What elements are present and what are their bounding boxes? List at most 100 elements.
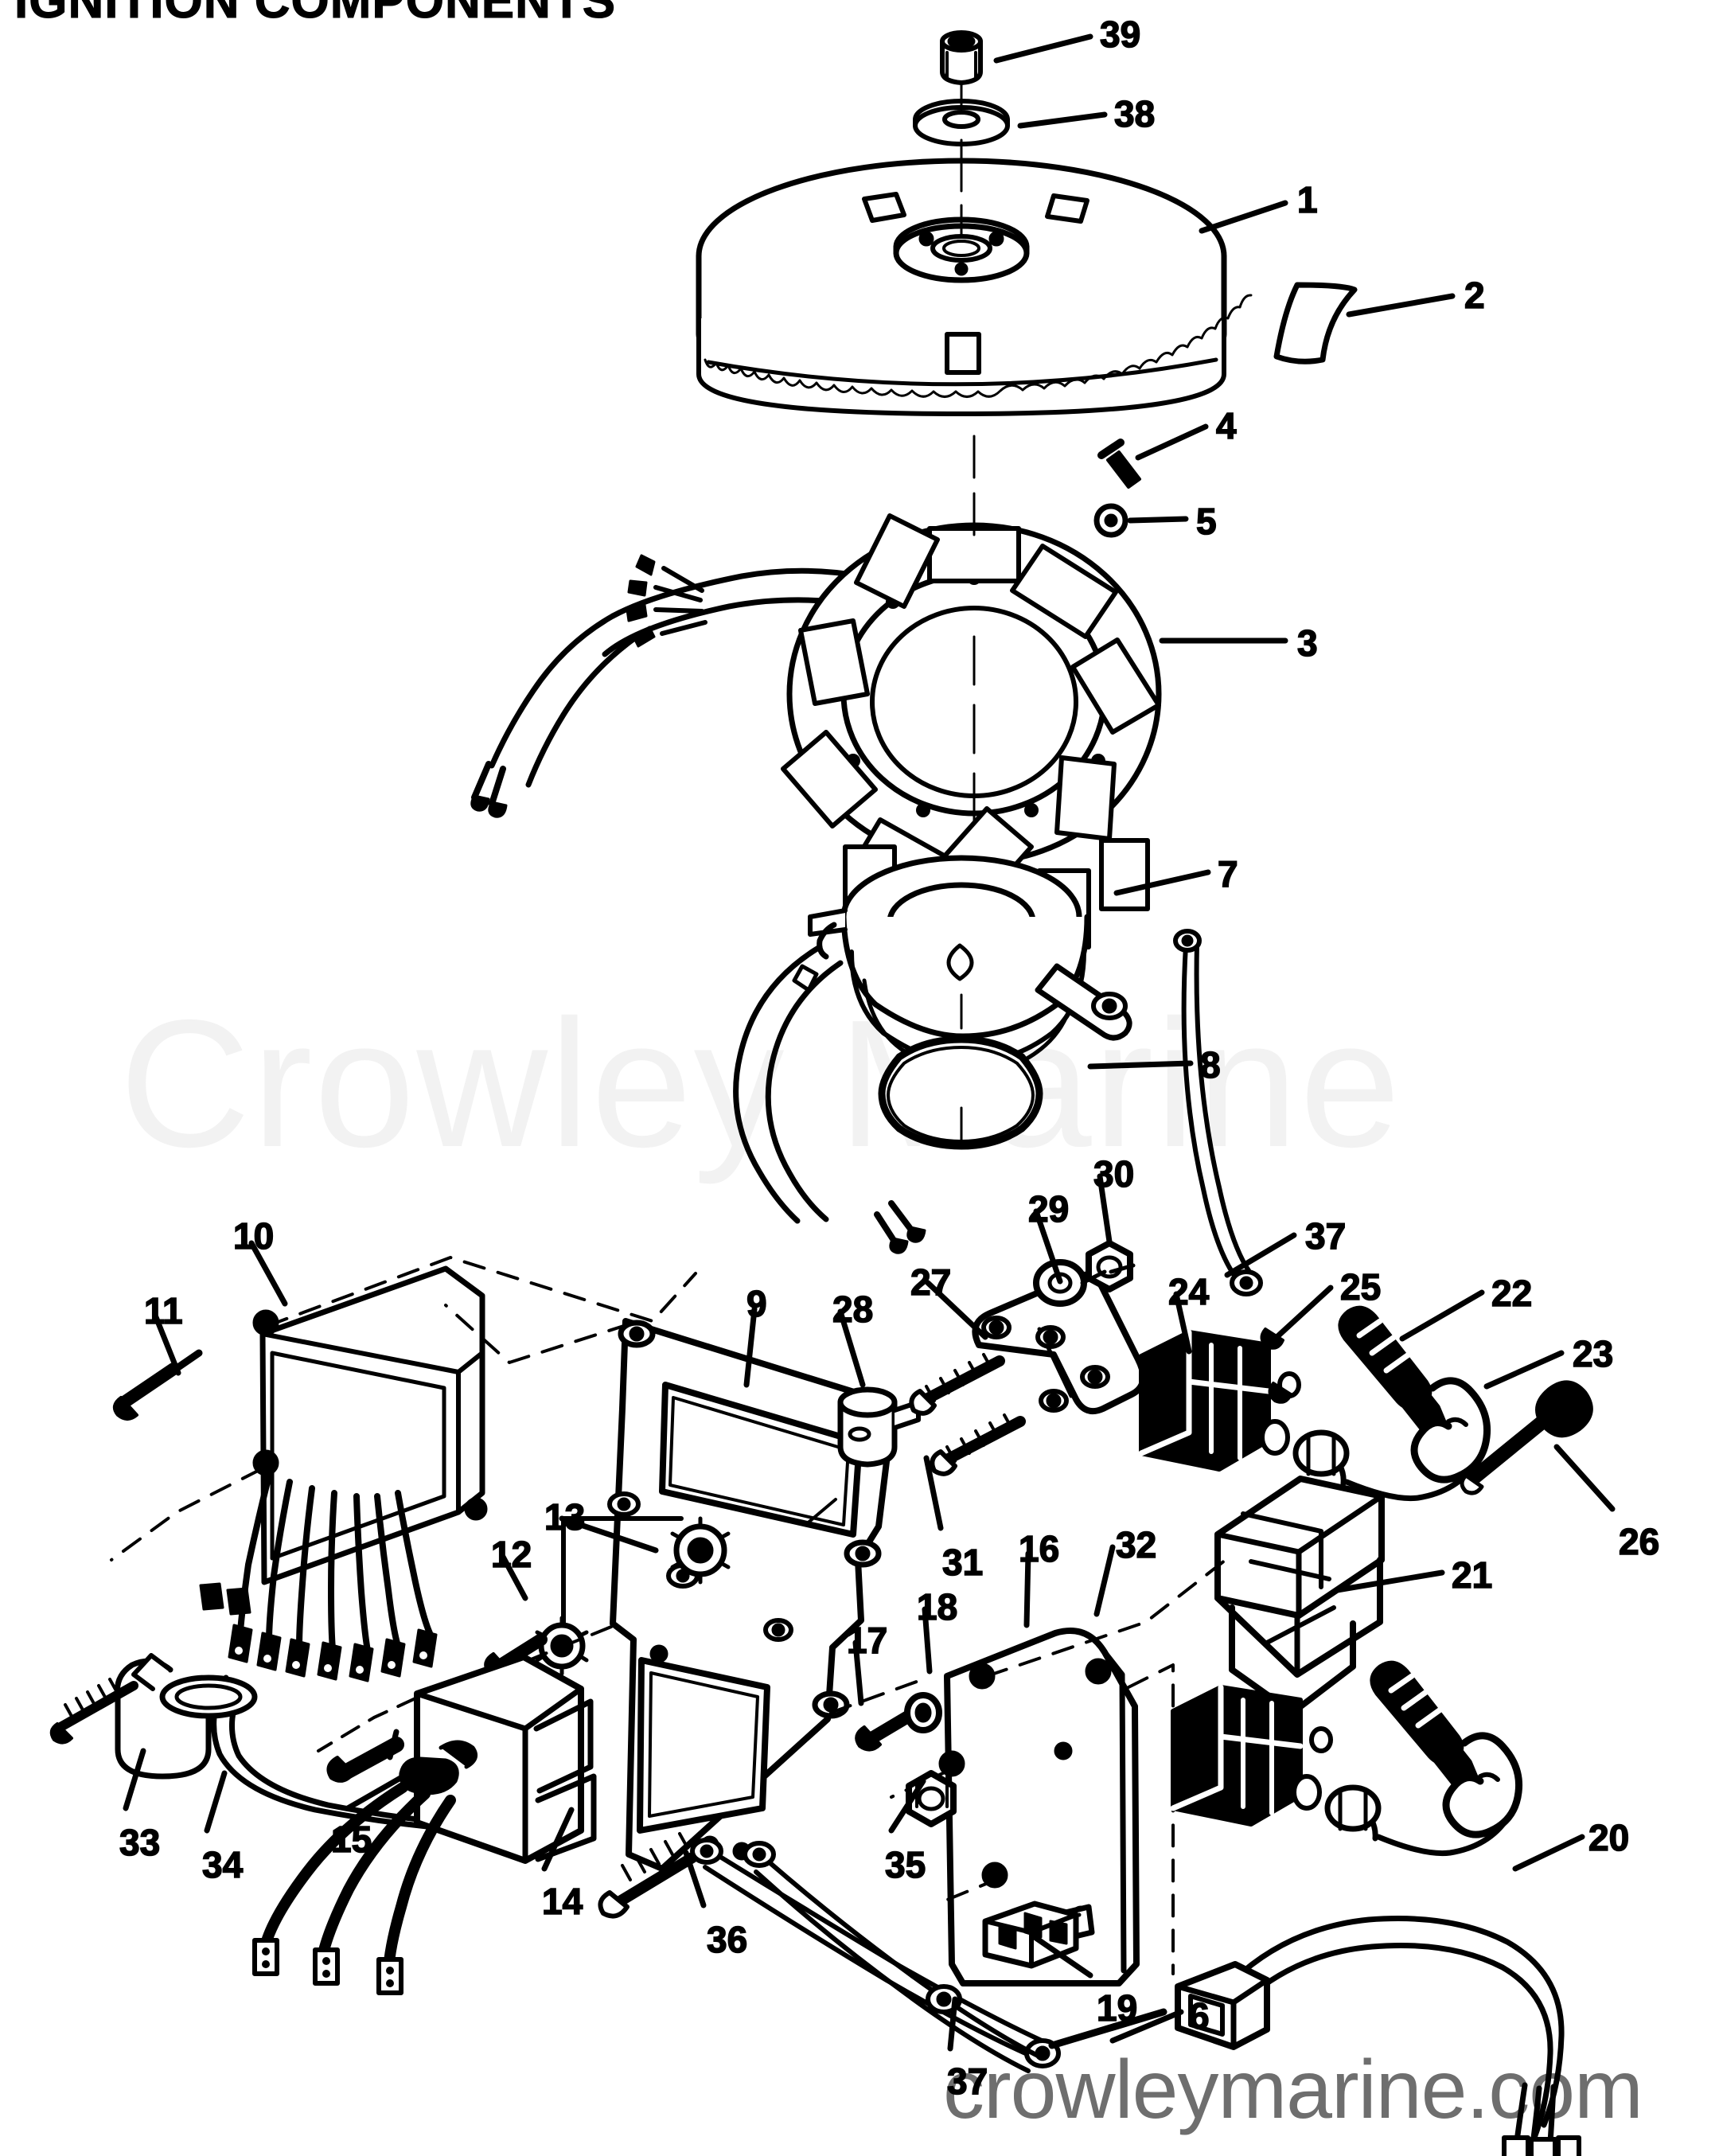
leader-20: [1512, 1834, 1585, 1872]
callout-6: 6: [1188, 1995, 1210, 2037]
part-37-ground-lead-upper: [1173, 929, 1263, 1296]
callout-19: 19: [1096, 1987, 1138, 2029]
callout-29: 29: [1027, 1188, 1070, 1230]
part-31-bracket-screws: [909, 1353, 1026, 1476]
callout-12: 12: [490, 1534, 532, 1575]
leader-37b: [947, 1996, 958, 2052]
leader-19: [1031, 1934, 1093, 1979]
callout-22: 22: [1491, 1273, 1533, 1314]
leader-23: [1483, 1350, 1565, 1390]
leader-7: [1113, 869, 1211, 896]
part-33-clamp-screw: [49, 1678, 138, 1745]
leader-11: [153, 1314, 181, 1376]
callout-13: 13: [544, 1496, 586, 1538]
callout-39: 39: [1099, 14, 1141, 55]
leader-10: [248, 1240, 288, 1307]
leader-5: [1127, 516, 1189, 524]
leader-36: [683, 1850, 707, 1908]
callout-leader-lines: [123, 33, 1616, 2052]
callout-18: 18: [916, 1586, 958, 1628]
callout-36: 36: [706, 1919, 748, 1960]
part-14-rectifier: [252, 1654, 597, 1995]
part-24-ignition-coil-lower: [1170, 1684, 1512, 1857]
callout-24: 24: [1167, 1271, 1210, 1312]
part-39-flywheel-nut: [940, 30, 983, 85]
callout-8: 8: [1199, 1044, 1221, 1086]
part-11-switch-box-screw: [112, 1349, 203, 1421]
part-37-ground-leads-lower: [690, 1838, 1061, 2073]
leader-32: [1093, 1544, 1116, 1617]
leader-28: [837, 1308, 866, 1388]
part-4-stator-screw: [1097, 439, 1141, 489]
leader-21: [1334, 1569, 1445, 1593]
callout-31: 31: [941, 1542, 984, 1583]
callout-37: 37: [1304, 1215, 1347, 1257]
part-9-mounting-plate: [444, 1304, 925, 1872]
callout-33: 33: [119, 1822, 161, 1863]
callout-7: 7: [1217, 853, 1238, 895]
callout-16: 16: [1018, 1528, 1060, 1569]
part-15-rectifier-screw: [326, 1729, 404, 1783]
part-36-ground-bolt: [598, 1832, 698, 1919]
callout-27: 27: [910, 1261, 952, 1303]
leader-38: [1017, 111, 1108, 129]
callout-32: 32: [1115, 1524, 1157, 1565]
callout-1: 1: [1296, 179, 1318, 220]
callout-38: 38: [1113, 93, 1156, 135]
leader-22: [1399, 1289, 1485, 1342]
part-23-plug-boot-upper: [1410, 1377, 1491, 1483]
leader-14: [541, 1807, 575, 1872]
callout-25: 25: [1339, 1266, 1382, 1308]
leader-35: [888, 1778, 926, 1834]
callout-28: 28: [832, 1289, 874, 1330]
leader-39: [993, 33, 1093, 64]
leader-2: [1346, 293, 1456, 318]
callout-20: 20: [1588, 1817, 1630, 1858]
part-22-spark-plug-lower: [1370, 1660, 1483, 1793]
callout-26: 26: [1618, 1521, 1660, 1562]
part-16-coil-mounting-plate: [890, 1558, 1227, 1986]
leader-29: [1033, 1208, 1063, 1285]
leader-13: [559, 1515, 659, 1554]
leader-6: [1109, 2009, 1184, 2044]
callout-15: 15: [330, 1819, 372, 1860]
part-18-coil-plate-washer: [904, 1692, 942, 1733]
leader-27: [925, 1280, 988, 1340]
callout-17: 17: [846, 1620, 888, 1661]
leader-4: [1135, 423, 1209, 461]
leader-15: [345, 1771, 411, 1811]
callout-23: 23: [1572, 1333, 1614, 1374]
leader-31: [923, 1455, 944, 1531]
part-23-plug-boot-lower: [1442, 1732, 1523, 1838]
callout-14: 14: [541, 1881, 583, 1922]
callout-11: 11: [143, 1290, 183, 1331]
leader-24: [1173, 1291, 1192, 1355]
callout-4: 4: [1215, 405, 1237, 446]
part-8-trigger-ring: [878, 993, 1043, 1150]
part-13-washer-upper: [670, 1516, 731, 1585]
leader-8: [1087, 1060, 1194, 1070]
part-34-cable-clamp: [114, 1653, 258, 1780]
callout-9: 9: [746, 1283, 767, 1324]
leader-26: [1553, 1444, 1616, 1512]
callout-34: 34: [201, 1844, 244, 1885]
page-title: IGNITION COMPONENTS: [14, 0, 617, 29]
part-2-flywheel-key: [1273, 282, 1358, 365]
callout-21: 21: [1451, 1554, 1493, 1596]
leader-25: [1270, 1285, 1334, 1343]
leader-16: [1023, 1550, 1031, 1628]
part-26-coil-bolt: [1460, 1380, 1593, 1495]
leader-30: [1097, 1173, 1113, 1245]
leader-37: [1224, 1232, 1297, 1278]
callout-37b: 37: [946, 2060, 988, 2102]
leader-1: [1199, 200, 1288, 234]
leader-33: [123, 1748, 146, 1811]
callout-35: 35: [884, 1844, 926, 1885]
part-20-wiring-harness: [1175, 1916, 1581, 2156]
part-30-lock-nut: [1080, 1240, 1136, 1292]
leader-17: [852, 1639, 864, 1706]
part-22-spark-plug-upper: [1338, 1305, 1451, 1438]
callout-5: 5: [1195, 501, 1217, 542]
